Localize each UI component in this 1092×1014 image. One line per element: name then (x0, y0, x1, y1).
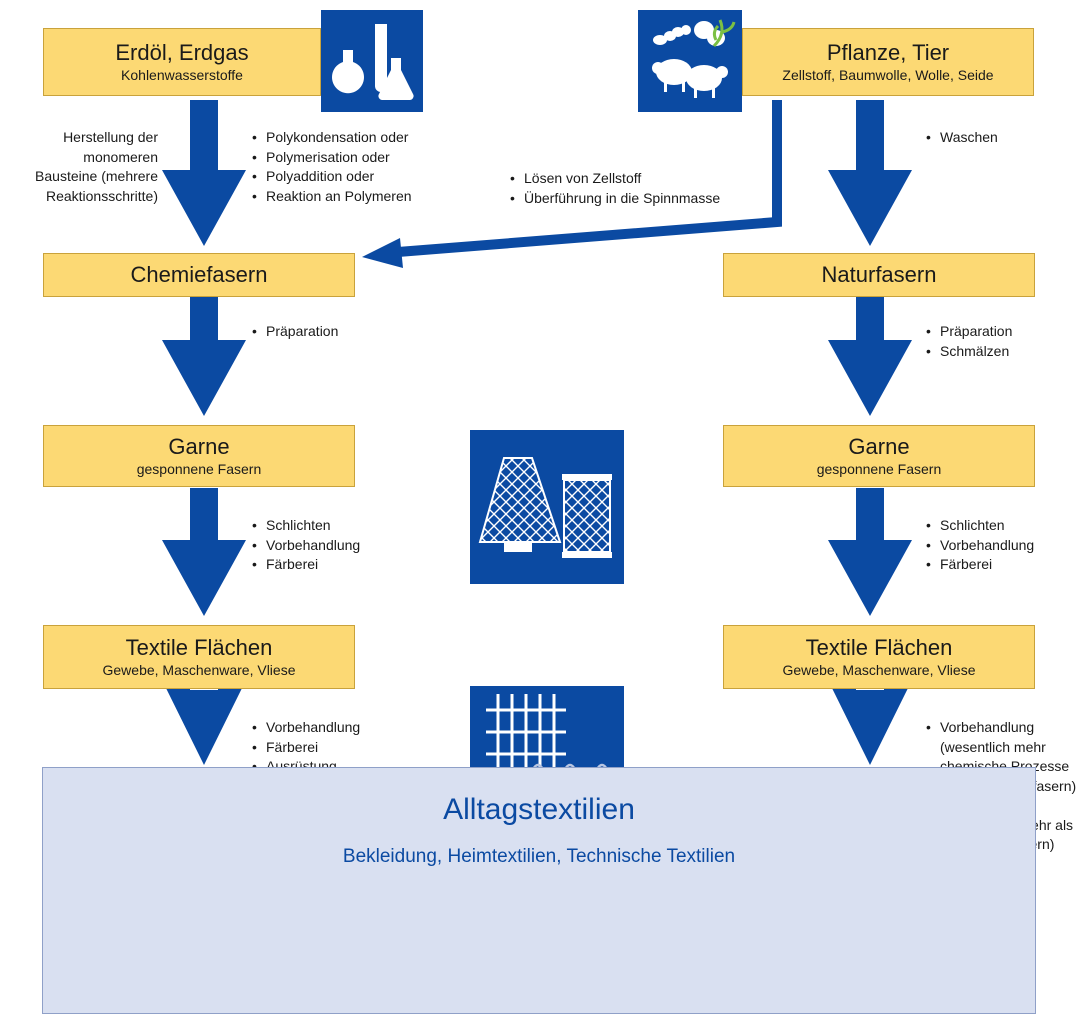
note-line: Herstellung der (63, 129, 158, 145)
note-schlichten-right: Schlichten Vorbehandlung Färberei (926, 516, 1076, 575)
box-textile-flaechen-left: Textile Flächen Gewebe, Maschenware, Vli… (43, 625, 355, 689)
note-line: Schlichten (926, 516, 1076, 536)
note-praeparation-left: Präparation (252, 322, 402, 342)
note-line: Färberei (926, 555, 1076, 575)
box-naturfasern: Naturfasern (723, 253, 1035, 297)
box-title: Pflanze, Tier (826, 40, 950, 65)
box-subtitle: Kohlenwasserstoffe (121, 67, 243, 83)
box-title: Garne (168, 434, 230, 459)
box-garne-right: Garne gesponnene Fasern (723, 425, 1035, 487)
box-title: Textile Flächen (125, 635, 273, 660)
note-line: Vorbehandlung (252, 536, 402, 556)
note-schlichten-left: Schlichten Vorbehandlung Färberei (252, 516, 402, 575)
note-line: Waschen (926, 128, 1046, 148)
arrow-pflanze-to-naturfasern (828, 100, 912, 246)
sheep-silkworm-plant-icon (638, 10, 742, 112)
box-chemiefasern: Chemiefasern (43, 253, 355, 297)
note-herstellung: Herstellung der monomeren Bausteine (meh… (26, 128, 158, 206)
note-line: Vorbehandlung (252, 718, 402, 738)
arrow-flaechen-to-alltag-left (162, 680, 246, 765)
bottom-subtitle: Bekleidung, Heimtextilien, Technische Te… (342, 846, 736, 867)
arrow-chemiefasern-to-garne (162, 296, 246, 416)
arrow-erdoel-to-chemiefasern (162, 100, 246, 246)
box-subtitle: gesponnene Fasern (136, 461, 262, 477)
note-line: Polykondensation oder (252, 128, 452, 148)
yarn-spools-icon (470, 430, 624, 584)
box-erdoel-erdgas: Erdöl, Erdgas Kohlenwasserstoffe (43, 28, 321, 96)
box-title: Chemiefasern (130, 262, 268, 287)
box-alltagstextilien: Alltagstextilien Bekleidung, Heimtextili… (42, 767, 1036, 1014)
note-line: Schlichten (252, 516, 402, 536)
box-title: Textile Flächen (805, 635, 953, 660)
box-subtitle: gesponnene Fasern (816, 461, 942, 477)
note-line: Vorbehandlung (926, 536, 1076, 556)
box-subtitle: Zellstoff, Baumwolle, Wolle, Seide (782, 67, 994, 83)
note-line: Präparation (926, 322, 1076, 342)
arrow-zellstoff-head (362, 238, 403, 268)
arrow-flaechen-to-alltag-right (828, 680, 912, 765)
note-line: Lösen von Zellstoff (510, 169, 770, 189)
note-waschen: Waschen (926, 128, 1046, 148)
lab-flasks-icon (321, 10, 423, 112)
arrow-garne-to-flaechen-left (162, 488, 246, 616)
note-polymerisation: Polykondensation oder Polymerisation ode… (252, 128, 452, 206)
note-line: Vorbehandlung (926, 718, 1092, 738)
box-title: Erdöl, Erdgas (115, 40, 249, 65)
note-line: Reaktionsschritte) (45, 187, 158, 204)
box-subtitle: Gewebe, Maschenware, Vliese (102, 662, 296, 678)
arrow-zellstoff-line (397, 100, 782, 257)
box-title: Garne (848, 434, 910, 459)
note-line: Reaktion an Polymeren (252, 187, 452, 207)
box-title: Naturfasern (821, 262, 937, 287)
box-garne-left: Garne gesponnene Fasern (43, 425, 355, 487)
note-line: Polymerisation oder (252, 148, 452, 168)
note-line: Präparation (252, 322, 402, 342)
note-line: (wesentlich mehr (940, 738, 1046, 755)
note-line: Polyaddition oder (252, 167, 452, 187)
bottom-title: Alltagstextilien (443, 793, 635, 826)
arrow-garne-to-flaechen-right (828, 488, 912, 616)
box-pflanze-tier: Pflanze, Tier Zellstoff, Baumwolle, Woll… (742, 28, 1034, 96)
note-line: Überführung in die Spinnmasse (510, 189, 770, 209)
arrow-naturfasern-to-garne (828, 296, 912, 416)
note-loesen: Lösen von Zellstoff Überführung in die S… (510, 169, 770, 208)
note-line: monomeren (83, 148, 158, 165)
note-praeparation-right: Präparation Schmälzen (926, 322, 1076, 361)
box-subtitle: Gewebe, Maschenware, Vliese (782, 662, 976, 678)
box-textile-flaechen-right: Textile Flächen Gewebe, Maschenware, Vli… (723, 625, 1035, 689)
note-line: Schmälzen (926, 342, 1076, 362)
note-line: Färberei (252, 555, 402, 575)
note-line: Färberei (252, 738, 402, 758)
note-line: Bausteine (mehrere (35, 168, 158, 184)
